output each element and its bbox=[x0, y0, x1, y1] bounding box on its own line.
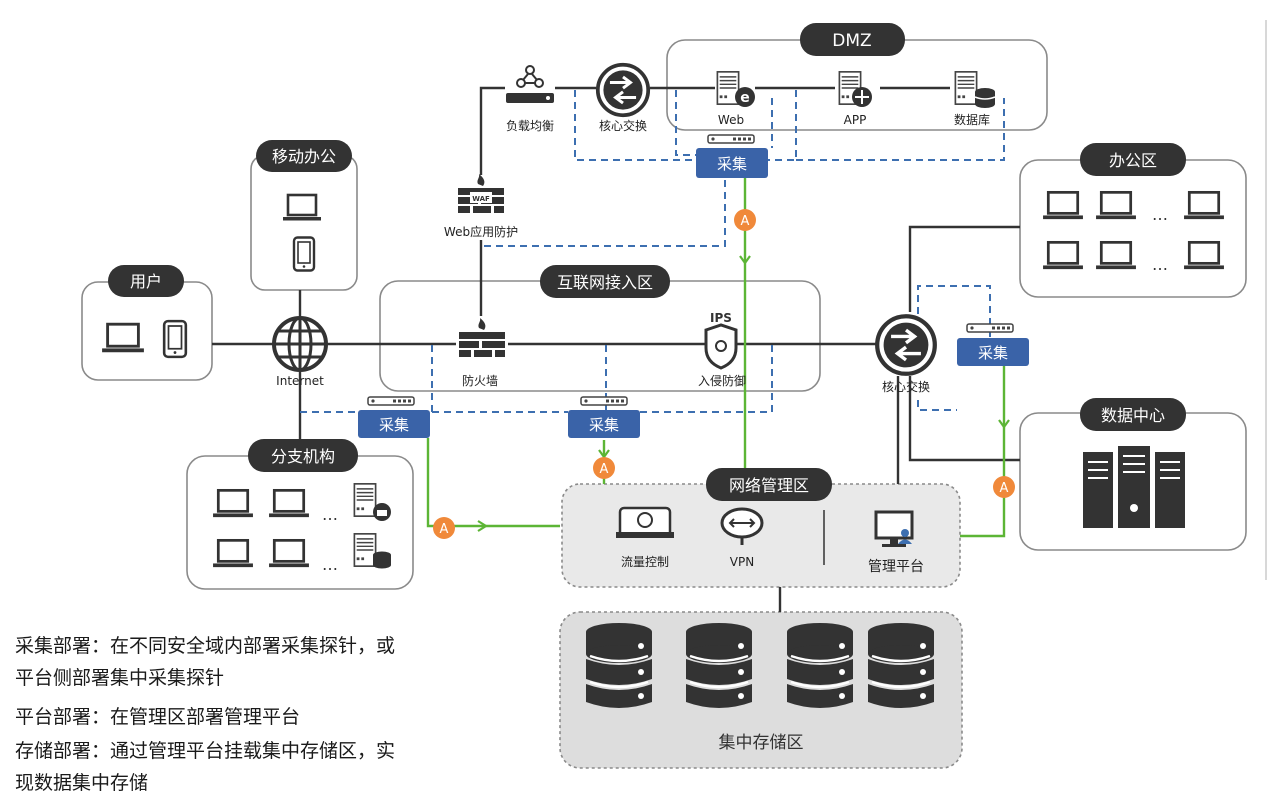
svg-text:采集: 采集 bbox=[379, 416, 409, 434]
svg-text:采集: 采集 bbox=[978, 344, 1008, 362]
svg-text:办公区: 办公区 bbox=[1109, 151, 1157, 170]
svg-text:…: … bbox=[322, 555, 338, 574]
load-balancer: 负载均衡 bbox=[506, 65, 554, 133]
netmgmt-title: 网络管理区 bbox=[706, 468, 832, 501]
branch-title: 分支机构 bbox=[248, 439, 358, 472]
firewall-label: 防火墙 bbox=[462, 373, 498, 388]
vpn-device: VPN bbox=[720, 507, 764, 569]
branch-devices: … … bbox=[212, 482, 391, 574]
svg-text:互联网接入区: 互联网接入区 bbox=[557, 273, 653, 292]
svg-text:WAF: WAF bbox=[472, 195, 490, 203]
svg-text:采集: 采集 bbox=[717, 155, 747, 173]
ips-label: 入侵防御 bbox=[698, 373, 746, 388]
storage-zone bbox=[559, 611, 963, 769]
app-label: APP bbox=[844, 113, 867, 127]
office-title: 办公区 bbox=[1080, 143, 1186, 176]
office-zone bbox=[1019, 159, 1247, 298]
svg-text:移动办公: 移动办公 bbox=[272, 147, 336, 166]
svg-text:DMZ: DMZ bbox=[832, 31, 871, 51]
storage-title: 集中存储区 bbox=[719, 733, 804, 753]
collector-left: 采集 bbox=[358, 396, 430, 438]
user-title: 用户 bbox=[108, 265, 184, 297]
mgmt-platform: 管理平台 bbox=[868, 510, 924, 575]
waf-label: Web应用防护 bbox=[444, 224, 518, 239]
waf-device: WAF Web应用防护 bbox=[444, 174, 518, 239]
agent-mid: A bbox=[593, 457, 615, 479]
firewall-device: 防火墙 bbox=[456, 316, 508, 388]
svg-text:A: A bbox=[741, 214, 750, 229]
internet-access-title: 互联网接入区 bbox=[540, 265, 670, 298]
flow-control-device: 流量控制 bbox=[616, 506, 674, 569]
lb-label: 负载均衡 bbox=[506, 119, 554, 133]
svg-text:A: A bbox=[1000, 481, 1009, 496]
collector-dmz: 采集 bbox=[696, 134, 768, 178]
core-right-label: 核心交换 bbox=[882, 379, 930, 394]
description-line-1: 采集部署：在不同安全域内部署采集探针，或 bbox=[15, 635, 396, 657]
collector-mid: 采集 bbox=[568, 396, 640, 438]
svg-text:IPS: IPS bbox=[710, 311, 732, 325]
ips-device: IPS 入侵防御 bbox=[698, 311, 746, 388]
description-line-3: 平台部署：在管理区部署管理平台 bbox=[15, 706, 301, 728]
vpn-label: VPN bbox=[730, 555, 754, 569]
datacenter-servers-icon bbox=[1083, 446, 1185, 528]
core-switch-top: 核心交换 bbox=[595, 62, 651, 133]
office-laptops: … … bbox=[1042, 190, 1225, 274]
app-server: APP bbox=[838, 70, 872, 127]
internet-label: Internet bbox=[276, 374, 324, 388]
svg-text:用户: 用户 bbox=[130, 272, 162, 291]
internet-globe-icon: Internet bbox=[272, 316, 328, 388]
collector-right: 采集 bbox=[957, 323, 1029, 366]
svg-text:采集: 采集 bbox=[589, 416, 619, 434]
svg-text:数据中心: 数据中心 bbox=[1101, 406, 1165, 425]
dashed-collection-links bbox=[300, 90, 1005, 413]
svg-text:A: A bbox=[600, 462, 609, 477]
svg-text:…: … bbox=[1152, 255, 1168, 274]
web-label: Web bbox=[718, 113, 744, 127]
core-switch-right: 核心交换 bbox=[877, 316, 935, 394]
agent-left: A bbox=[433, 517, 455, 539]
core-top-label: 核心交换 bbox=[599, 118, 647, 133]
description-line-5: 现数据集中存储 bbox=[15, 772, 149, 794]
agent-right: A bbox=[993, 476, 1015, 498]
datacenter-title: 数据中心 bbox=[1080, 398, 1186, 431]
web-server: e Web bbox=[716, 70, 755, 127]
flow-label: 流量控制 bbox=[621, 555, 669, 569]
svg-text:分支机构: 分支机构 bbox=[271, 447, 335, 466]
svg-text:…: … bbox=[1152, 205, 1168, 224]
dmz-title: DMZ bbox=[800, 23, 905, 56]
description-line-4: 存储部署：通过管理平台挂载集中存储区，实 bbox=[15, 740, 396, 762]
mgmt-label: 管理平台 bbox=[868, 559, 924, 575]
db-server: 数据库 bbox=[954, 70, 996, 127]
description-line-2: 平台侧部署集中采集探针 bbox=[15, 667, 225, 689]
db-label: 数据库 bbox=[954, 112, 990, 127]
branch-zone bbox=[186, 455, 414, 590]
svg-text:e: e bbox=[740, 90, 750, 106]
svg-text:A: A bbox=[440, 522, 449, 537]
agent-dmz: A bbox=[734, 209, 756, 231]
svg-text:…: … bbox=[322, 505, 338, 524]
mobile-title: 移动办公 bbox=[256, 140, 352, 172]
svg-text:网络管理区: 网络管理区 bbox=[729, 476, 809, 495]
